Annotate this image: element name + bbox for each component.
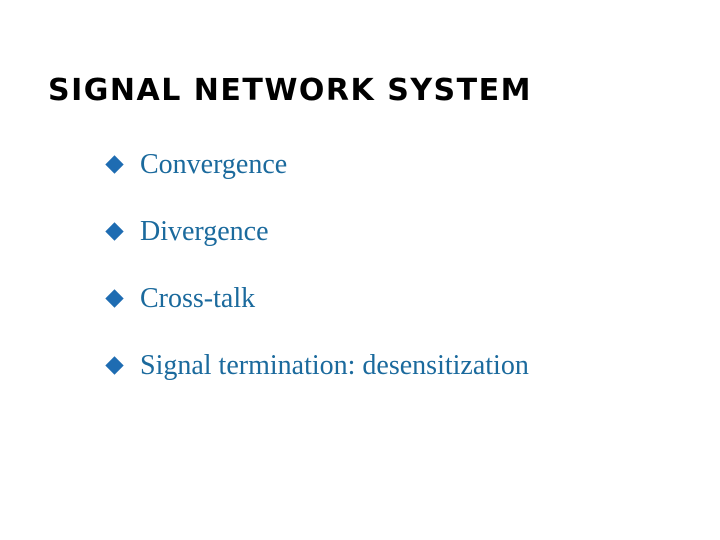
bullet-label-divergence: Divergence [140, 215, 269, 247]
list-item: Divergence [105, 198, 529, 265]
list-item: Cross-talk [105, 265, 529, 332]
bullet-label-signal-termination: Signal termination: desensitization [140, 349, 529, 381]
diamond-icon [105, 155, 124, 174]
list-item: Signal termination: desensitization [105, 332, 529, 399]
list-item: Convergence [105, 131, 529, 198]
slide-title: SIGNAL NETWORK SYSTEM [48, 73, 532, 109]
bullet-list: Convergence Divergence Cross-talk Signal… [105, 131, 529, 399]
bullet-label-cross-talk: Cross-talk [140, 282, 256, 314]
diamond-icon [105, 289, 124, 308]
diamond-icon [105, 222, 124, 241]
bullet-label-convergence: Convergence [140, 148, 288, 180]
diamond-icon [105, 356, 124, 375]
